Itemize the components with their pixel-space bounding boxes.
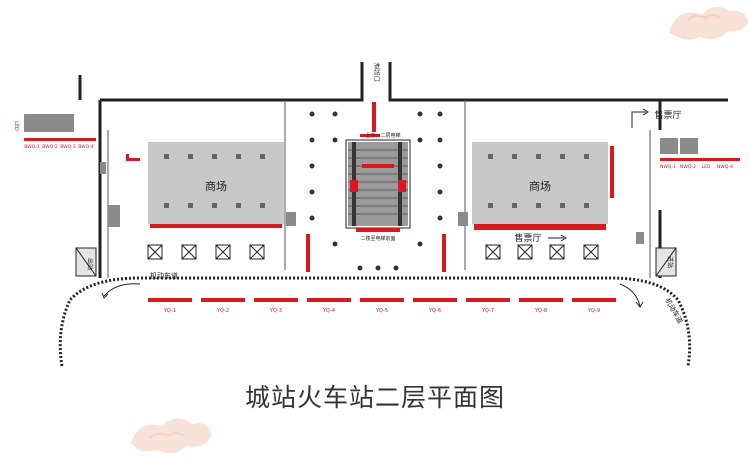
x-boxes: [147, 244, 599, 260]
entry-label: 进站: [666, 256, 674, 268]
yq-label: YQ-5: [375, 308, 388, 314]
red-markers: [126, 102, 446, 272]
yq-label: YQ-2: [216, 308, 229, 314]
cloud-decoration-bottom: [130, 418, 212, 454]
svg-text:进站口: 进站口: [372, 62, 380, 82]
yq-bar: [254, 298, 298, 302]
entrance-label: 进站口: [372, 62, 380, 82]
bwq-label: BWQ-1: [24, 144, 40, 150]
yq-label: YQ-6: [428, 308, 441, 314]
bwq-group: BWQ-1 BWQ-2 BWQ-3 BWQ-4: [24, 138, 96, 150]
mall-left-label: 商场: [205, 179, 227, 193]
motorway-left-label: 机动车道: [150, 271, 178, 280]
yq-bar: [413, 298, 457, 302]
yq-label: YQ-1: [163, 308, 176, 314]
yq-bar: [307, 298, 351, 302]
yq-bars: YQ-1 YQ-2 YQ-3 YQ-4 YQ-5 YQ-6 YQ-7 YQ-8 YQ-9: [148, 298, 616, 314]
escalator-label: 上下一二层电梯: [365, 132, 400, 139]
ticket-hall-bottom-label: 售票厅: [514, 232, 541, 244]
nwq-label: NWQ-4: [717, 164, 733, 170]
yq-bar: [360, 298, 404, 302]
ticket-hall-bottom: 售票厅: [474, 226, 606, 244]
yq-label: YQ-4: [322, 308, 335, 314]
ticket-hall-top-label: 售票厅: [654, 109, 681, 121]
side-box-left: 出站: [75, 247, 97, 277]
nwq-group: NWQ-1 NWQ-2 LED NWQ-4: [660, 158, 740, 170]
inner-lines: [107, 100, 651, 278]
escalator-block: 上下一二层电梯 二楼至电梯前面: [345, 132, 411, 242]
yq-label: YQ-9: [587, 308, 600, 314]
yq-label: YQ-8: [534, 308, 547, 314]
ticket-hall-top: 售票厅: [631, 108, 682, 128]
diagram-title: 城站火车站二层平面图: [244, 383, 505, 412]
escalator-bottom-label: 二楼至电梯前面: [360, 235, 395, 242]
led-left-label: LED: [13, 121, 19, 131]
cloud-decoration-top: [669, 6, 748, 40]
column-dots: [309, 111, 443, 271]
yq-bar: [466, 298, 510, 302]
exit-label: 出站: [86, 258, 94, 270]
nwq-label: LED: [702, 164, 711, 170]
mall-right-label: 商场: [529, 179, 551, 193]
side-box-right: 进站: [655, 247, 677, 277]
bwq-label: BWQ-2: [42, 144, 58, 150]
nwq-label: NWQ-1: [660, 164, 676, 170]
yq-label: YQ-3: [269, 308, 282, 314]
nwq-label: NWQ-2: [680, 164, 696, 170]
gray-blocks: [24, 114, 698, 244]
bwq-label: BWQ-3: [60, 144, 76, 150]
mall-columns: [164, 154, 589, 208]
mall-right: 商场: [472, 142, 614, 228]
motorway: [58, 276, 692, 367]
yq-bar: [519, 298, 563, 302]
yq-bar: [148, 298, 192, 302]
yq-bar: [201, 298, 245, 302]
yq-bar: [572, 298, 616, 302]
yq-label: YQ-7: [481, 308, 494, 314]
bwq-label: BWQ-4: [78, 144, 94, 150]
